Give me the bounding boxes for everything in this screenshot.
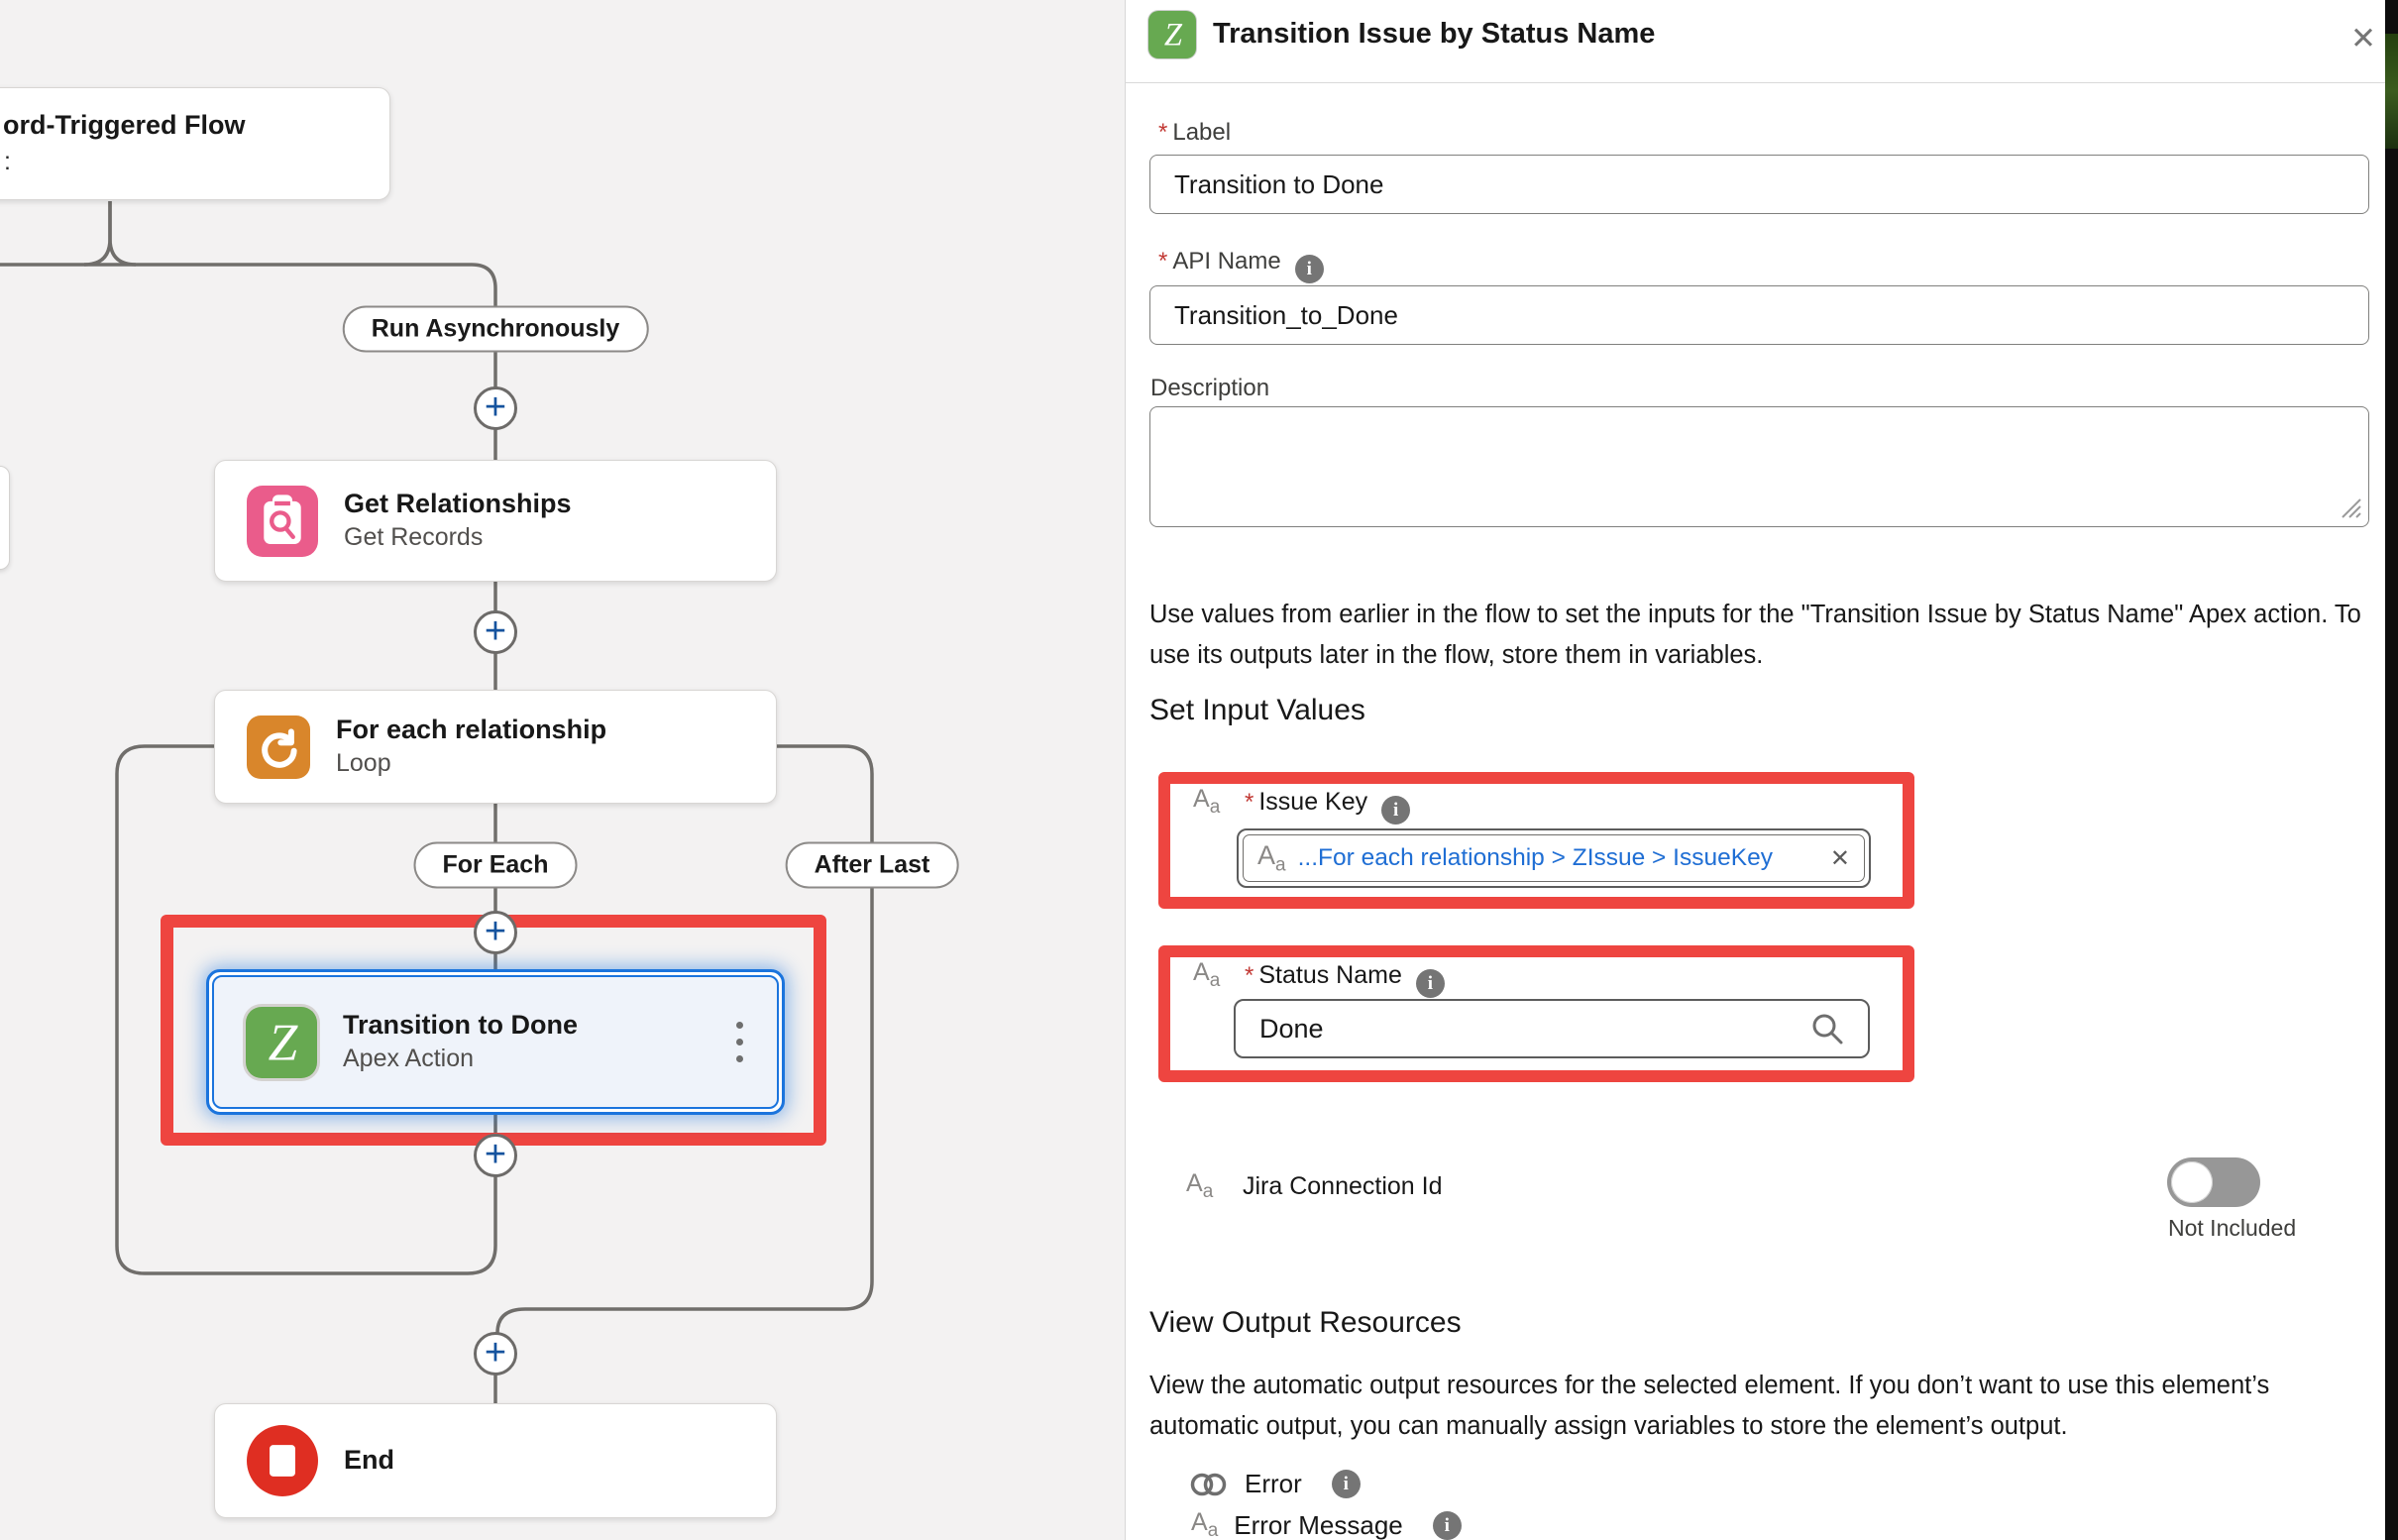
- get-records-icon: [247, 485, 318, 557]
- screen-edge-strip: [2385, 0, 2398, 1540]
- info-icon[interactable]: i: [1432, 1510, 1462, 1540]
- end-icon: [247, 1425, 318, 1496]
- include-toggle[interactable]: [2167, 1157, 2260, 1207]
- info-icon[interactable]: i: [1415, 969, 1445, 998]
- properties-panel: Z Transition Issue by Status Name ✕ *Lab…: [1125, 0, 2386, 1540]
- output-row-error-message: Aa Error Message i: [1191, 1508, 1462, 1540]
- add-element-button[interactable]: +: [474, 610, 517, 654]
- info-icon[interactable]: i: [1331, 1470, 1361, 1498]
- branch-label-after-last[interactable]: After Last: [785, 841, 959, 889]
- annotation-box-status-name: [1158, 945, 1914, 1082]
- node-title: For each relationship: [336, 715, 607, 745]
- node-title: Get Relationships: [344, 489, 572, 519]
- node-subtitle: Loop: [336, 749, 391, 778]
- resource-pill[interactable]: Aa ...For each relationship > ZIssue > I…: [1243, 834, 1865, 882]
- status-name-value: Done: [1259, 1013, 1324, 1044]
- flow-canvas[interactable]: ord-Triggered Flow : Run Asynchronously …: [0, 0, 1125, 1540]
- svg-text:Z: Z: [269, 1013, 299, 1071]
- text-type-icon: Aa: [1193, 785, 1221, 818]
- svg-text:Z: Z: [1164, 18, 1183, 54]
- text-type-icon: Aa: [1193, 958, 1221, 991]
- view-output-resources-heading: View Output Resources: [1149, 1306, 1462, 1339]
- boolean-type-icon: [1190, 1473, 1227, 1495]
- description-textarea[interactable]: [1149, 406, 2369, 527]
- flow-node-record-triggered[interactable]: ord-Triggered Flow :: [0, 87, 390, 200]
- apex-action-icon: Z: [246, 1006, 317, 1078]
- jira-connection-id-label: Jira Connection Id: [1243, 1172, 1443, 1200]
- loop-icon: [247, 715, 310, 779]
- add-element-button[interactable]: +: [474, 911, 517, 954]
- search-icon[interactable]: [1810, 1012, 1844, 1045]
- panel-intro-text: Use values from earlier in the flow to s…: [1149, 601, 2361, 669]
- branch-label-for-each[interactable]: For Each: [413, 841, 578, 889]
- flow-node-transition-to-done[interactable]: Z Transition to Done Apex Action: [206, 969, 785, 1115]
- resource-pill-value: ...For each relationship > ZIssue > Issu…: [1297, 844, 1773, 871]
- node-title: Transition to Done: [343, 1010, 579, 1041]
- required-marker: *: [1158, 119, 1168, 146]
- label-field-label: *Label: [1158, 119, 1232, 146]
- output-label: Error: [1245, 1469, 1302, 1498]
- flow-node-partial[interactable]: [0, 466, 10, 570]
- required-marker: *: [1245, 962, 1254, 989]
- start-node-subtitle-fragment: :: [4, 148, 11, 175]
- annotation-box-issue-key: [1158, 772, 1914, 909]
- node-title: End: [344, 1445, 394, 1476]
- plus-icon: +: [484, 910, 507, 952]
- description-field-label: Description: [1150, 375, 1270, 401]
- set-input-values-heading: Set Input Values: [1149, 694, 1365, 726]
- start-node-title: ord-Triggered Flow: [3, 110, 246, 140]
- api-name-input[interactable]: [1149, 285, 2369, 345]
- plus-icon: +: [484, 1133, 507, 1175]
- toggle-state-label: Not Included: [2168, 1215, 2297, 1241]
- label-input[interactable]: [1149, 155, 2369, 214]
- issue-key-input[interactable]: Aa ...For each relationship > ZIssue > I…: [1237, 828, 1871, 888]
- flow-node-end[interactable]: End: [214, 1403, 777, 1518]
- node-subtitle: Get Records: [344, 523, 484, 552]
- flow-node-for-each-relationship[interactable]: For each relationship Loop: [214, 690, 777, 804]
- add-element-button[interactable]: +: [474, 1332, 517, 1375]
- panel-title: Transition Issue by Status Name: [1213, 18, 1656, 50]
- edge-background-fragment: [2385, 34, 2398, 149]
- output-label: Error Message: [1234, 1509, 1403, 1540]
- text-type-icon: Aa: [1191, 1508, 1219, 1540]
- status-name-input[interactable]: Done: [1234, 999, 1870, 1058]
- info-icon[interactable]: i: [1381, 796, 1411, 825]
- plus-icon: +: [484, 609, 507, 652]
- info-icon[interactable]: i: [1294, 255, 1324, 283]
- add-element-button[interactable]: +: [474, 1134, 517, 1177]
- toggle-knob: [2171, 1161, 2213, 1203]
- required-marker: *: [1158, 248, 1168, 275]
- flow-node-get-relationships[interactable]: Get Relationships Get Records: [214, 460, 777, 582]
- plus-icon: +: [484, 385, 507, 428]
- header-divider: [1126, 82, 2386, 83]
- required-marker: *: [1245, 789, 1254, 816]
- output-resources-description: View the automatic output resources for …: [1149, 1372, 2270, 1440]
- add-element-button[interactable]: +: [474, 386, 517, 430]
- close-icon[interactable]: ✕: [2350, 21, 2376, 55]
- node-subtitle: Apex Action: [343, 1045, 475, 1073]
- plus-icon: +: [484, 1331, 507, 1374]
- apex-action-icon: Z: [1148, 11, 1196, 58]
- node-menu-kebab-icon[interactable]: [736, 1022, 743, 1062]
- output-row-error: Error i: [1189, 1469, 1361, 1499]
- branch-label-run-asynchronously[interactable]: Run Asynchronously: [342, 305, 649, 353]
- text-type-icon: Aa: [1186, 1169, 1214, 1202]
- text-type-icon: Aa: [1257, 839, 1286, 876]
- remove-resource-icon[interactable]: ✕: [1829, 844, 1850, 872]
